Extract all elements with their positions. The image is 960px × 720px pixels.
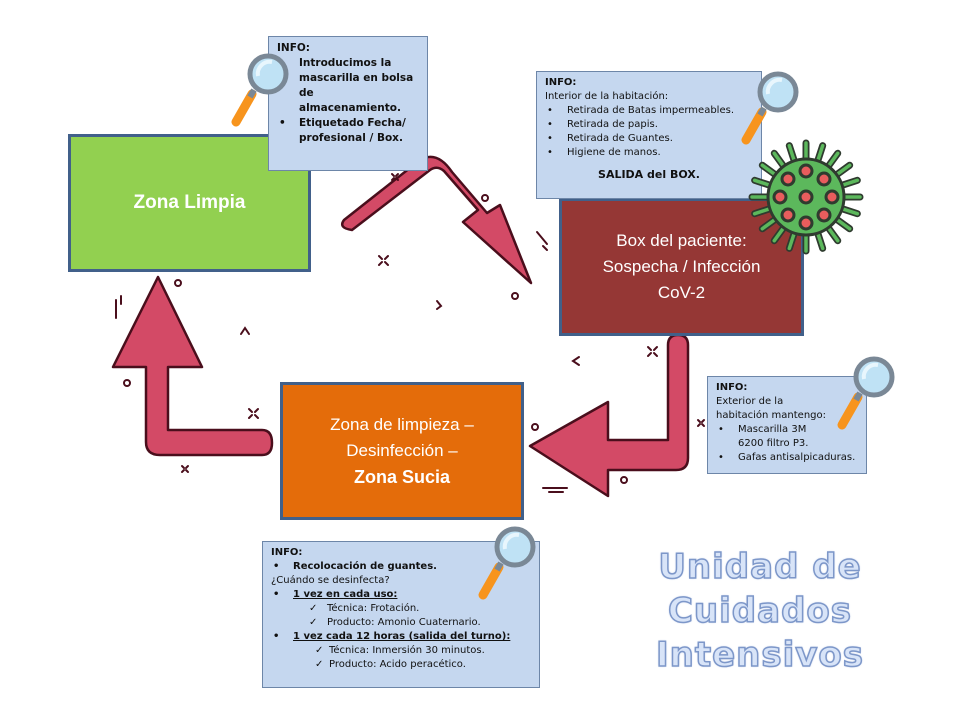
box-paciente: Box del paciente: Sospecha / Infección C… xyxy=(559,198,804,336)
virus-dot xyxy=(772,189,788,205)
arrow-top xyxy=(341,155,533,285)
box-paciente-line3: CoV-2 xyxy=(657,283,706,302)
info-heading: INFO: xyxy=(716,382,748,393)
zona-limpia-label: Zona Limpia xyxy=(133,192,246,213)
virus-dot xyxy=(780,171,796,187)
info-box-top-left: INFO: Introducimos la mascarilla en bols… xyxy=(268,36,428,171)
decorative-doodles xyxy=(115,173,705,493)
info-item: Retirada de Batas impermeables. xyxy=(545,104,753,118)
magnifier-icon xyxy=(231,53,289,127)
magnifier-icon xyxy=(478,526,536,600)
zona-sucia-line3: Zona Sucia xyxy=(353,467,451,487)
info-question: ¿Cuándo se desinfecta? xyxy=(271,575,390,586)
info-item: Mascarilla 3M 6200 filtro P3. xyxy=(716,423,828,451)
arrow-left xyxy=(111,275,274,457)
box-paciente-line2: Sospecha / Infección xyxy=(602,257,761,276)
virus-icon xyxy=(748,139,864,255)
info-box-bottom: INFO: Recolocación de guantes. ¿Cuándo s… xyxy=(262,541,540,688)
virus-dot xyxy=(816,171,832,187)
magnifier-icon xyxy=(837,356,895,430)
info-intro: Interior de la habitación: xyxy=(545,91,669,102)
box-paciente-line1: Box del paciente: xyxy=(616,231,747,250)
info-box-top-right: INFO: Interior de la habitación: Retirad… xyxy=(536,71,762,199)
info-item: Técnica: Inmersión 30 minutos. xyxy=(271,644,531,658)
info-item: Gafas antisalpicaduras. xyxy=(716,451,858,465)
zona-sucia-box: Zona de limpieza – Desinfección – Zona S… xyxy=(280,382,524,520)
info-item: Etiquetado Fecha/ profesional / Box. xyxy=(277,116,419,146)
title-line1: Unidad de Cuidados xyxy=(658,546,862,632)
info-item: Retirada de papis. xyxy=(545,118,753,132)
info-heading: INFO: xyxy=(545,77,577,88)
page-title: Unidad de Cuidados Intensivos xyxy=(560,545,960,677)
virus-dot xyxy=(798,163,814,179)
info-item: Introducimos la mascarilla en bolsa de a… xyxy=(299,57,414,114)
info-item: Técnica: Frotación. xyxy=(271,602,531,616)
virus-dot xyxy=(816,207,832,223)
arrow-right xyxy=(528,333,690,498)
zona-sucia-line2: Desinfección – xyxy=(346,441,458,460)
info-heading: INFO: xyxy=(271,547,303,558)
info-item: Producto: Acido peracético. xyxy=(271,658,531,672)
info-footer: SALIDA del BOX. xyxy=(598,168,700,181)
info-item: Retirada de Guantes. xyxy=(545,132,753,146)
info-intro: Exterior de la habitación mantengo: xyxy=(716,396,827,421)
virus-dot xyxy=(780,207,796,223)
info-item: Recolocación de guantes. xyxy=(271,560,531,574)
title-line2: Intensivos xyxy=(655,634,865,676)
info-group-title: 1 vez en cada uso: xyxy=(271,588,531,602)
info-item: Higiene de manos. xyxy=(545,146,753,160)
virus-dot xyxy=(798,189,814,205)
virus-dot xyxy=(824,189,840,205)
virus-dot xyxy=(798,215,814,231)
info-heading: INFO: xyxy=(277,42,310,54)
info-item: Producto: Amonio Cuaternario. xyxy=(271,616,531,630)
info-group-title: 1 vez cada 12 horas (salida del turno): xyxy=(271,630,531,644)
zona-sucia-line1: Zona de limpieza – xyxy=(330,415,474,434)
magnifier-icon xyxy=(741,71,799,145)
